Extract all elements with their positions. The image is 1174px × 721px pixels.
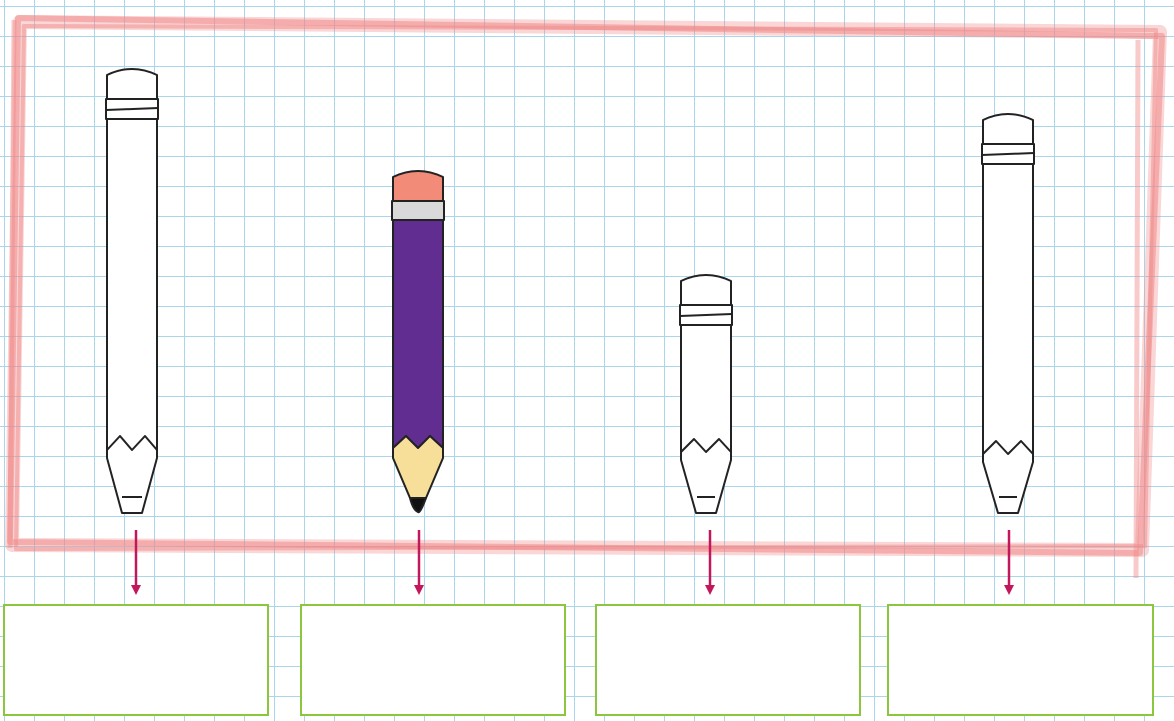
pencil-2-eraser [393,171,443,201]
pencil-1 [106,69,158,513]
pencil-1-body [107,119,157,513]
pencil-1-eraser [107,69,157,99]
pencil-2 [392,171,444,512]
pencil-4 [982,114,1034,513]
answer-box-2[interactable] [300,604,566,716]
pencil-3-eraser [681,275,731,305]
pencil-3 [680,275,732,513]
pencil-3-body [681,325,731,513]
pencil-2-lead [410,498,426,512]
pencil-4-eraser [983,114,1033,144]
answer-box-3[interactable] [595,604,861,716]
pencil-4-body [983,164,1033,513]
pencil-2-body [393,220,443,448]
pencil-2-ferrule [392,201,444,220]
answer-box-1[interactable] [3,604,269,716]
arrows [136,530,1009,590]
answer-box-4[interactable] [887,604,1154,716]
